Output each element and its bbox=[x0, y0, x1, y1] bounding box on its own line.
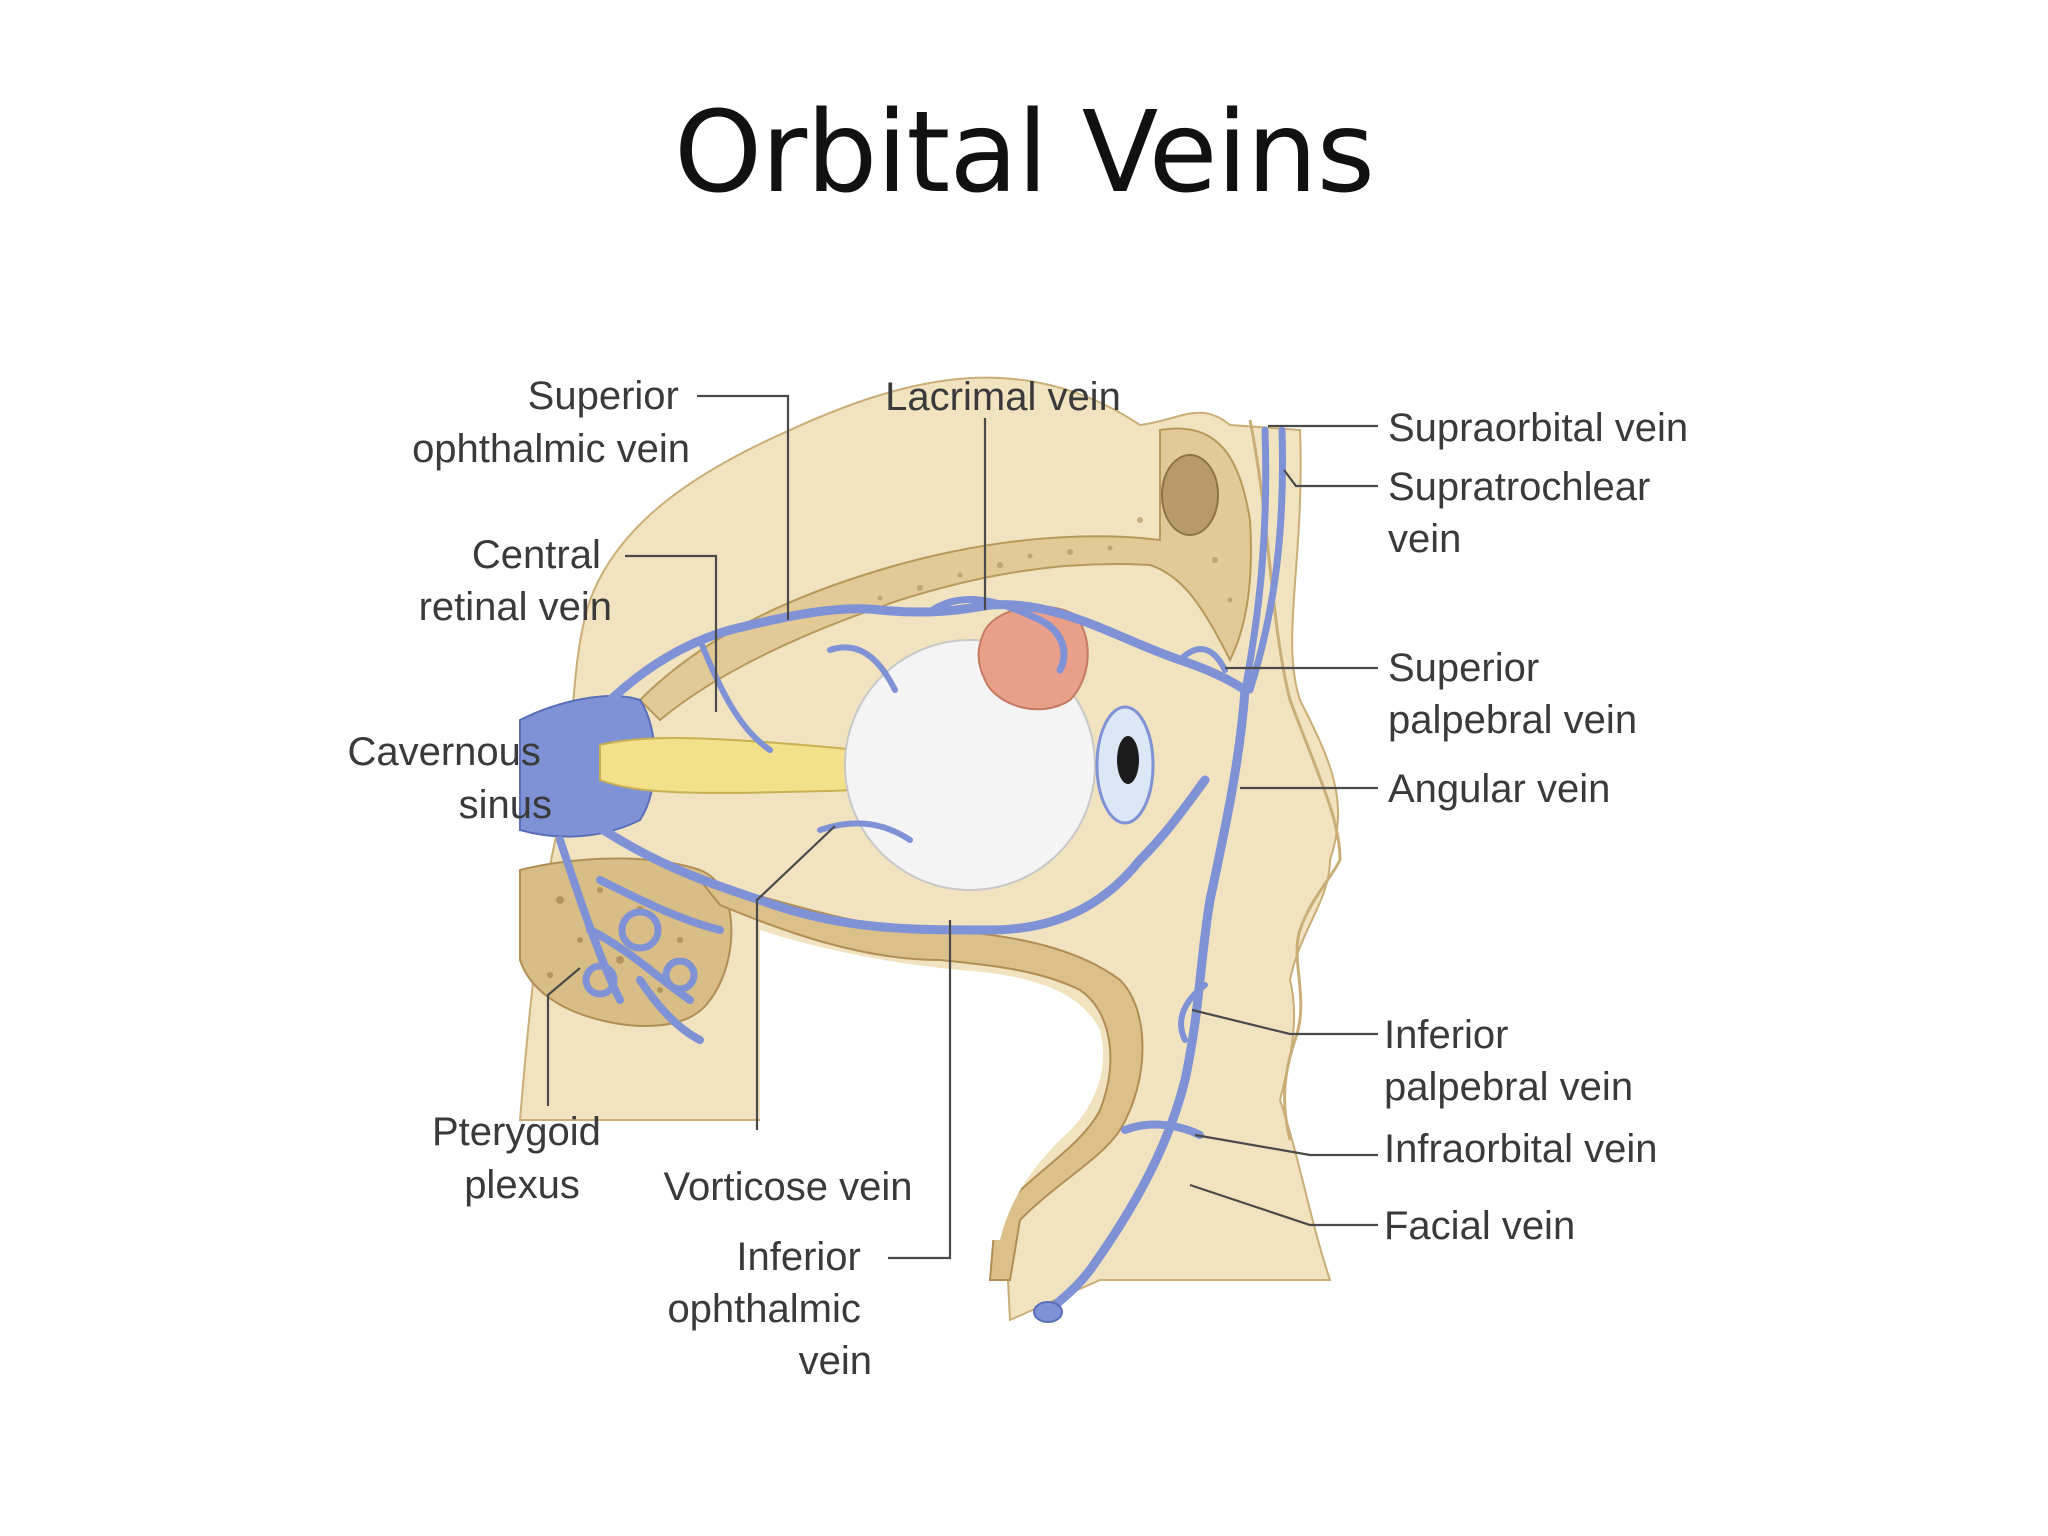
supratrochlear-vein-path bbox=[1246, 426, 1287, 694]
angular-facial-vein-path bbox=[1045, 685, 1250, 1315]
label-vorticose-vein: Vorticose vein bbox=[663, 1165, 912, 1209]
label-cavernous-sinus: Cavernous sinus bbox=[347, 730, 552, 827]
slide-title: Orbital Veins bbox=[674, 88, 1375, 218]
bone-texture bbox=[877, 517, 1233, 603]
leader-pterygoid-plexus bbox=[546, 967, 581, 1106]
leader-infraorbital-vein bbox=[1194, 1133, 1378, 1157]
leader-vorticose-vein bbox=[755, 825, 836, 1130]
label-supratrochlear-vein: Supratrochlear vein bbox=[1388, 465, 1662, 561]
face-profile bbox=[1248, 419, 1342, 1141]
leader-inferior-palpebral-vein bbox=[1191, 1008, 1378, 1036]
leader-superior-ophthalmic-vein bbox=[697, 394, 790, 620]
supraorbital-vein-path bbox=[1241, 426, 1270, 694]
label-lacrimal-vein: Lacrimal vein bbox=[885, 375, 1121, 419]
superior-palpebral-vein-path bbox=[1177, 646, 1228, 673]
leader-central-retinal-vein bbox=[625, 554, 718, 712]
maxilla-texture bbox=[547, 887, 683, 993]
label-superior-ophthalmic-vein: Superior ophthalmic vein bbox=[412, 374, 690, 471]
labels: Superior ophthalmic vein Lacrimal vein C… bbox=[347, 374, 1688, 1383]
leader-inferior-ophthalmic-vein bbox=[888, 920, 952, 1260]
maxillary-sinus bbox=[760, 930, 1104, 1240]
facial-vein-cut-end bbox=[1033, 1301, 1063, 1323]
lacrimal-gland bbox=[977, 605, 1089, 711]
orbital-roof-bone bbox=[638, 427, 1252, 722]
label-inferior-palpebral-vein: Inferior palpebral vein bbox=[1384, 1013, 1633, 1109]
frontal-sinus bbox=[1161, 454, 1219, 536]
lacrimal-vein-path bbox=[926, 596, 1068, 674]
label-central-retinal-vein: Central retinal vein bbox=[419, 533, 612, 629]
label-pterygoid-plexus: Pterygoid plexus bbox=[432, 1110, 612, 1207]
inferior-palpebral-vein-path bbox=[1178, 982, 1208, 1043]
inferior-ophthalmic-vein-path bbox=[555, 775, 1210, 935]
vorticose-vein-path-2 bbox=[827, 644, 898, 693]
vein-network bbox=[555, 426, 1287, 1323]
leader-facial-vein bbox=[1189, 1183, 1378, 1227]
label-infraorbital-vein: Infraorbital vein bbox=[1384, 1127, 1657, 1171]
label-supraorbital-vein: Supraorbital vein bbox=[1388, 406, 1688, 450]
infraorbital-vein-path bbox=[1121, 1120, 1204, 1139]
label-facial-vein: Facial vein bbox=[1384, 1204, 1575, 1248]
pterygoid-plexus-network bbox=[556, 836, 724, 1044]
label-inferior-ophthalmic-vein: Inferior ophthalmic vein bbox=[667, 1235, 872, 1383]
anatomy-background bbox=[518, 376, 1342, 1322]
central-retinal-vein-path bbox=[697, 637, 773, 753]
leader-lines bbox=[546, 394, 1378, 1260]
optic-nerve bbox=[599, 737, 861, 794]
vorticose-vein-path bbox=[817, 820, 913, 843]
label-superior-palpebral-vein: Superior palpebral vein bbox=[1388, 646, 1637, 742]
pupil bbox=[1117, 736, 1139, 784]
leader-supratrochlear-vein bbox=[1283, 469, 1378, 488]
label-angular-vein: Angular vein bbox=[1388, 767, 1610, 811]
